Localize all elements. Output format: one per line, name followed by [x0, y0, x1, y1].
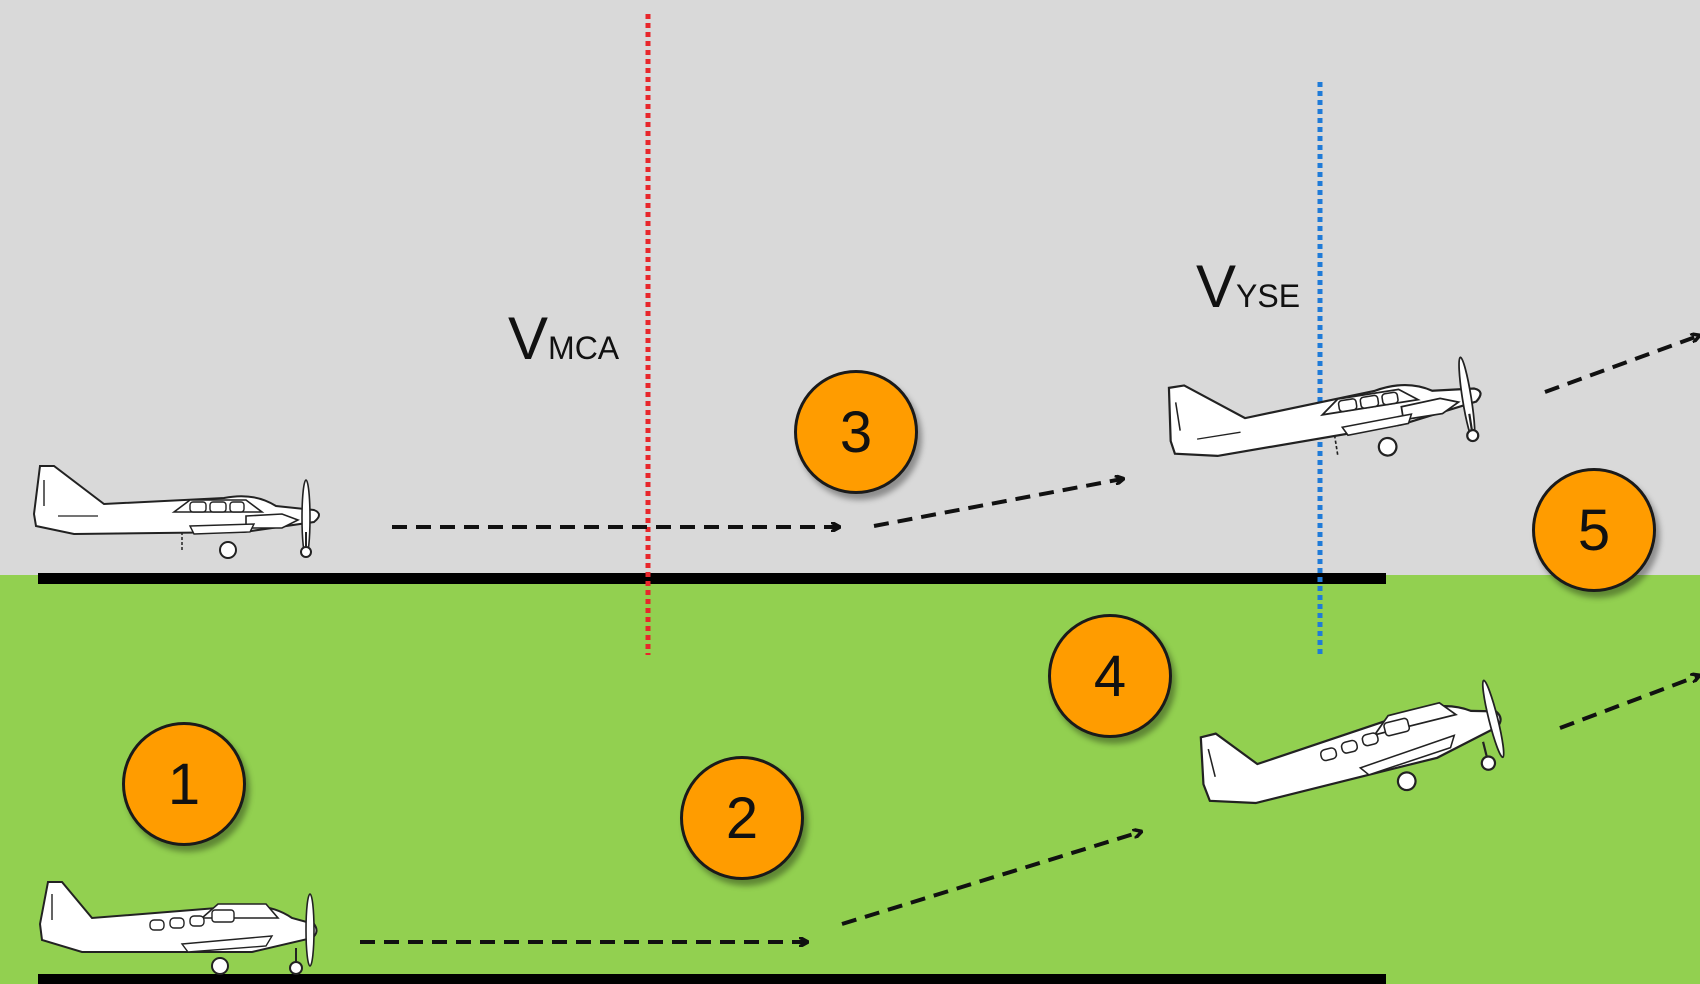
lower-rotation-arrow — [841, 832, 1140, 926]
upper-climb-arrow — [1544, 336, 1698, 394]
step-badge-1: 1 — [122, 722, 246, 846]
lower-runway — [38, 974, 1386, 984]
upper-runway — [38, 573, 1386, 584]
vyse-subscript: YSE — [1236, 278, 1301, 314]
vmca-label: VMCA — [508, 304, 619, 373]
step-badge-4: 4 — [1048, 614, 1172, 738]
upper-rotation-arrow — [873, 479, 1122, 528]
vyse-letter: V — [1196, 253, 1237, 320]
vmca-letter: V — [508, 305, 549, 372]
step-badge-5: 5 — [1532, 468, 1656, 592]
vyse-label: VYSE — [1196, 252, 1300, 321]
step-badge-2: 2 — [680, 756, 804, 880]
vmca-subscript: MCA — [548, 330, 620, 366]
lower-climb-arrow — [1559, 676, 1698, 730]
step-badge-3: 3 — [794, 370, 918, 494]
